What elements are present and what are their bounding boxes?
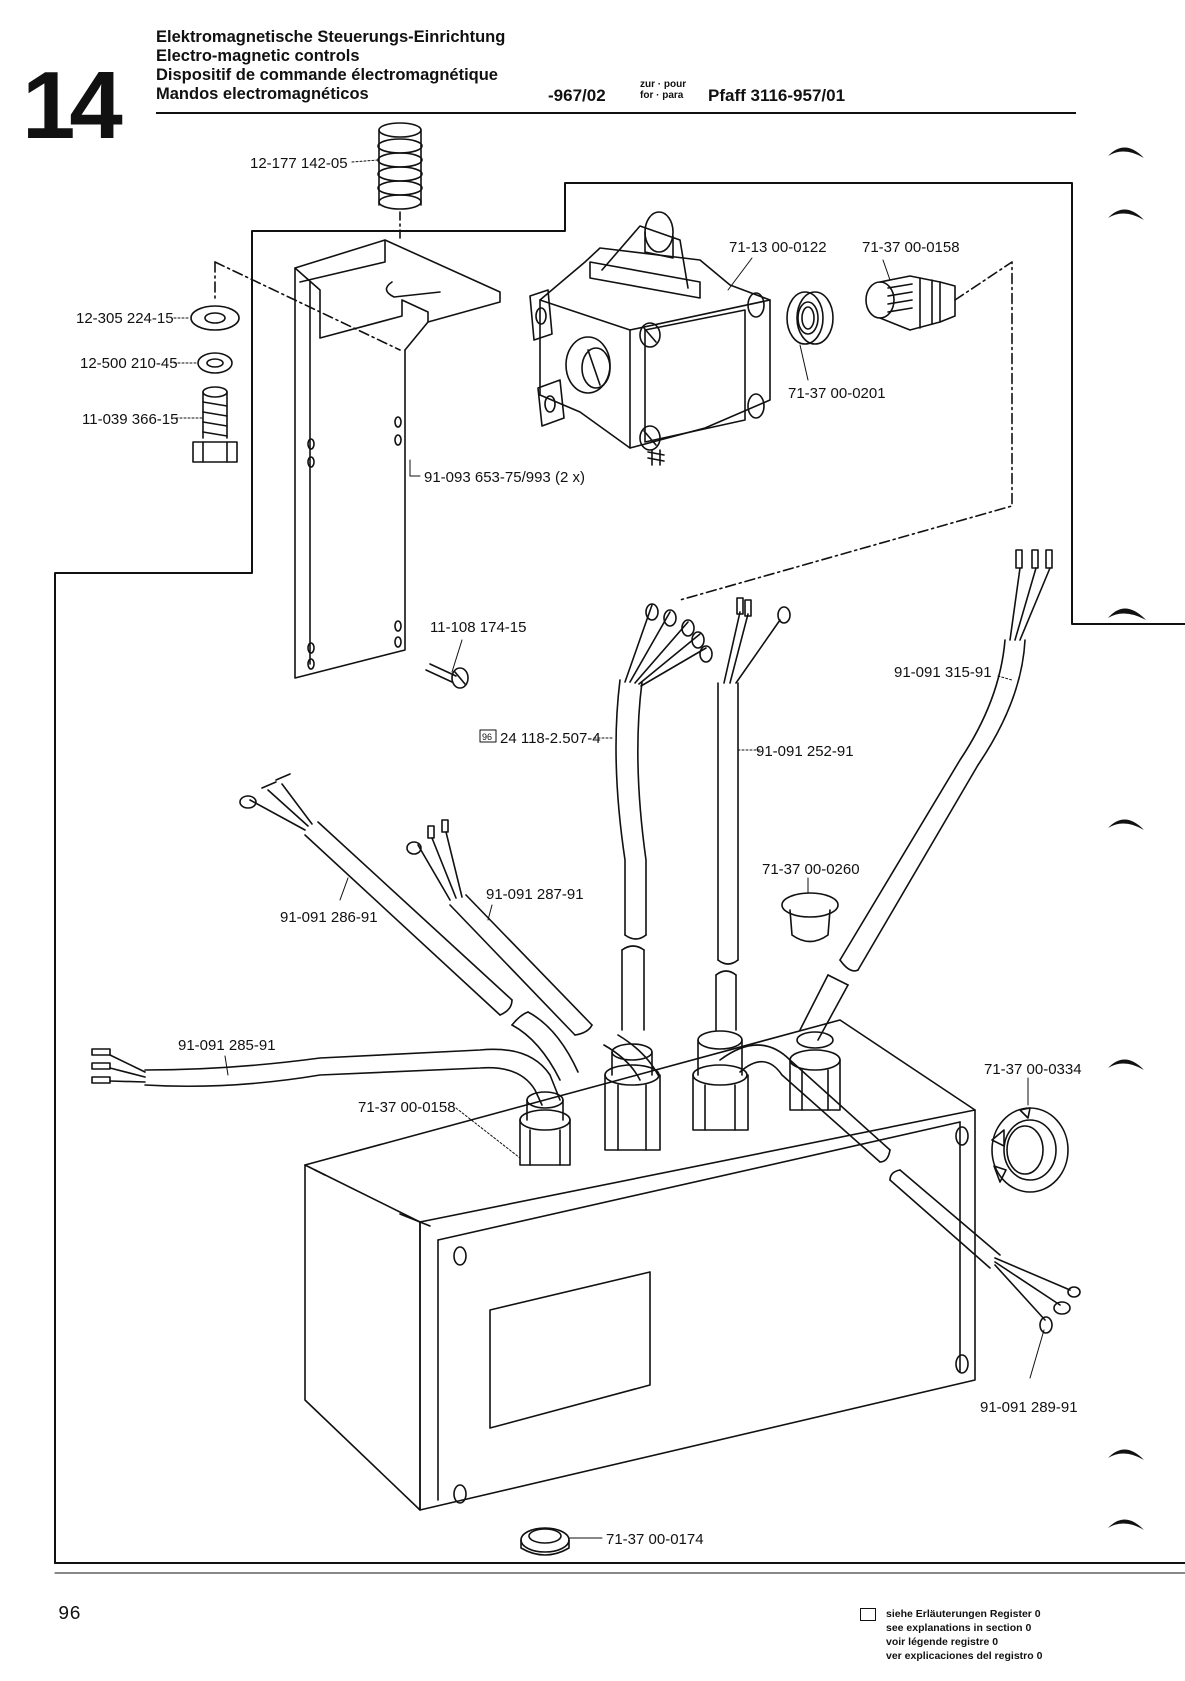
cable-285	[91, 1048, 561, 1106]
label-11-108: 11-108 174-15	[430, 619, 526, 636]
title-block: Elektromagnetische Steuerungs-Einrichtun…	[156, 28, 505, 104]
blanking-plug	[781, 892, 839, 943]
label-91-091-315: 91-091 315-91	[894, 664, 992, 681]
lock-ring-0334	[991, 1107, 1069, 1193]
label-71-13-0122: 71-13 00-0122	[729, 239, 827, 256]
label-71-37-0260: 71-37 00-0260	[762, 861, 860, 878]
hex-bolt-part	[192, 386, 238, 463]
register-box-icon-legend	[860, 1608, 876, 1621]
page-number: 96	[58, 1603, 81, 1625]
variant-number: -967/02	[548, 86, 606, 105]
label-91-091-286: 91-091 286-91	[280, 909, 378, 926]
washer-part	[190, 305, 240, 331]
label-12-500: 12-500 210-45	[80, 355, 178, 372]
cable-gland-top	[679, 261, 1013, 601]
lock-washer-part	[197, 352, 233, 374]
cable-252	[715, 597, 791, 1031]
cable-315	[799, 549, 1053, 1041]
label-71-37-0201: 71-37 00-0201	[788, 385, 886, 402]
ring-nut-0201	[786, 291, 834, 345]
box-cable-glands	[519, 1030, 841, 1166]
cable-286	[239, 773, 579, 1081]
header-rule	[156, 112, 1076, 114]
label-71-37-0174: 71-37 00-0174	[606, 1531, 704, 1548]
title-de: Elektromagnetische Steuerungs-Einrichtun…	[156, 28, 506, 46]
terminal-box	[304, 1019, 976, 1511]
cable-289	[719, 1044, 1081, 1334]
label-71-37-0158-box: 71-37 00-0158	[358, 1099, 456, 1116]
cable-24118	[615, 603, 713, 1031]
hex-nut-0174	[520, 1527, 570, 1556]
label-24-118: 24 118-2.507-4	[500, 730, 601, 747]
part-labels: 12-177 142-05 12-305 224-15 12-500 210-4…	[76, 155, 1082, 1548]
leader-lines	[173, 159, 1045, 1539]
model-number: Pfaff 3116-957/01	[708, 86, 846, 105]
label-71-37-0334: 71-37 00-0334	[984, 1061, 1082, 1078]
label-11-039: 11-039 366-15	[82, 411, 178, 428]
label-91-091-285: 91-091 285-91	[178, 1037, 276, 1054]
zur-pour-label: zur · pour for · para	[640, 79, 687, 101]
register-box-icon	[479, 729, 497, 743]
label-91-093: 91-093 653-75/993 (2 x)	[424, 469, 585, 486]
limit-switch	[529, 211, 771, 466]
title-fr: Dispositif de commande électromagnétique	[156, 66, 498, 84]
spring-part	[377, 122, 423, 241]
label-12-305: 12-305 224-15	[76, 310, 174, 327]
label-91-091-287: 91-091 287-91	[486, 886, 584, 903]
section-number: 14	[22, 52, 123, 159]
label-12-177: 12-177 142-05	[250, 155, 348, 172]
cable-287	[406, 819, 659, 1081]
mounting-bracket	[214, 239, 501, 679]
label-91-091-289: 91-091 289-91	[980, 1399, 1078, 1416]
screw-part	[425, 663, 469, 689]
label-24118-prefix: 96	[482, 732, 492, 742]
label-71-37-0158-top: 71-37 00-0158	[862, 239, 960, 256]
register-tab-markers	[1108, 147, 1146, 1530]
title-en: Electro-magnetic controls	[156, 47, 360, 65]
register-legend: siehe Erläuterungen Register 0 see expla…	[886, 1608, 1043, 1662]
label-91-091-252: 91-091 252-91	[756, 743, 854, 760]
title-es: Mandos electromagnéticos	[156, 85, 369, 103]
